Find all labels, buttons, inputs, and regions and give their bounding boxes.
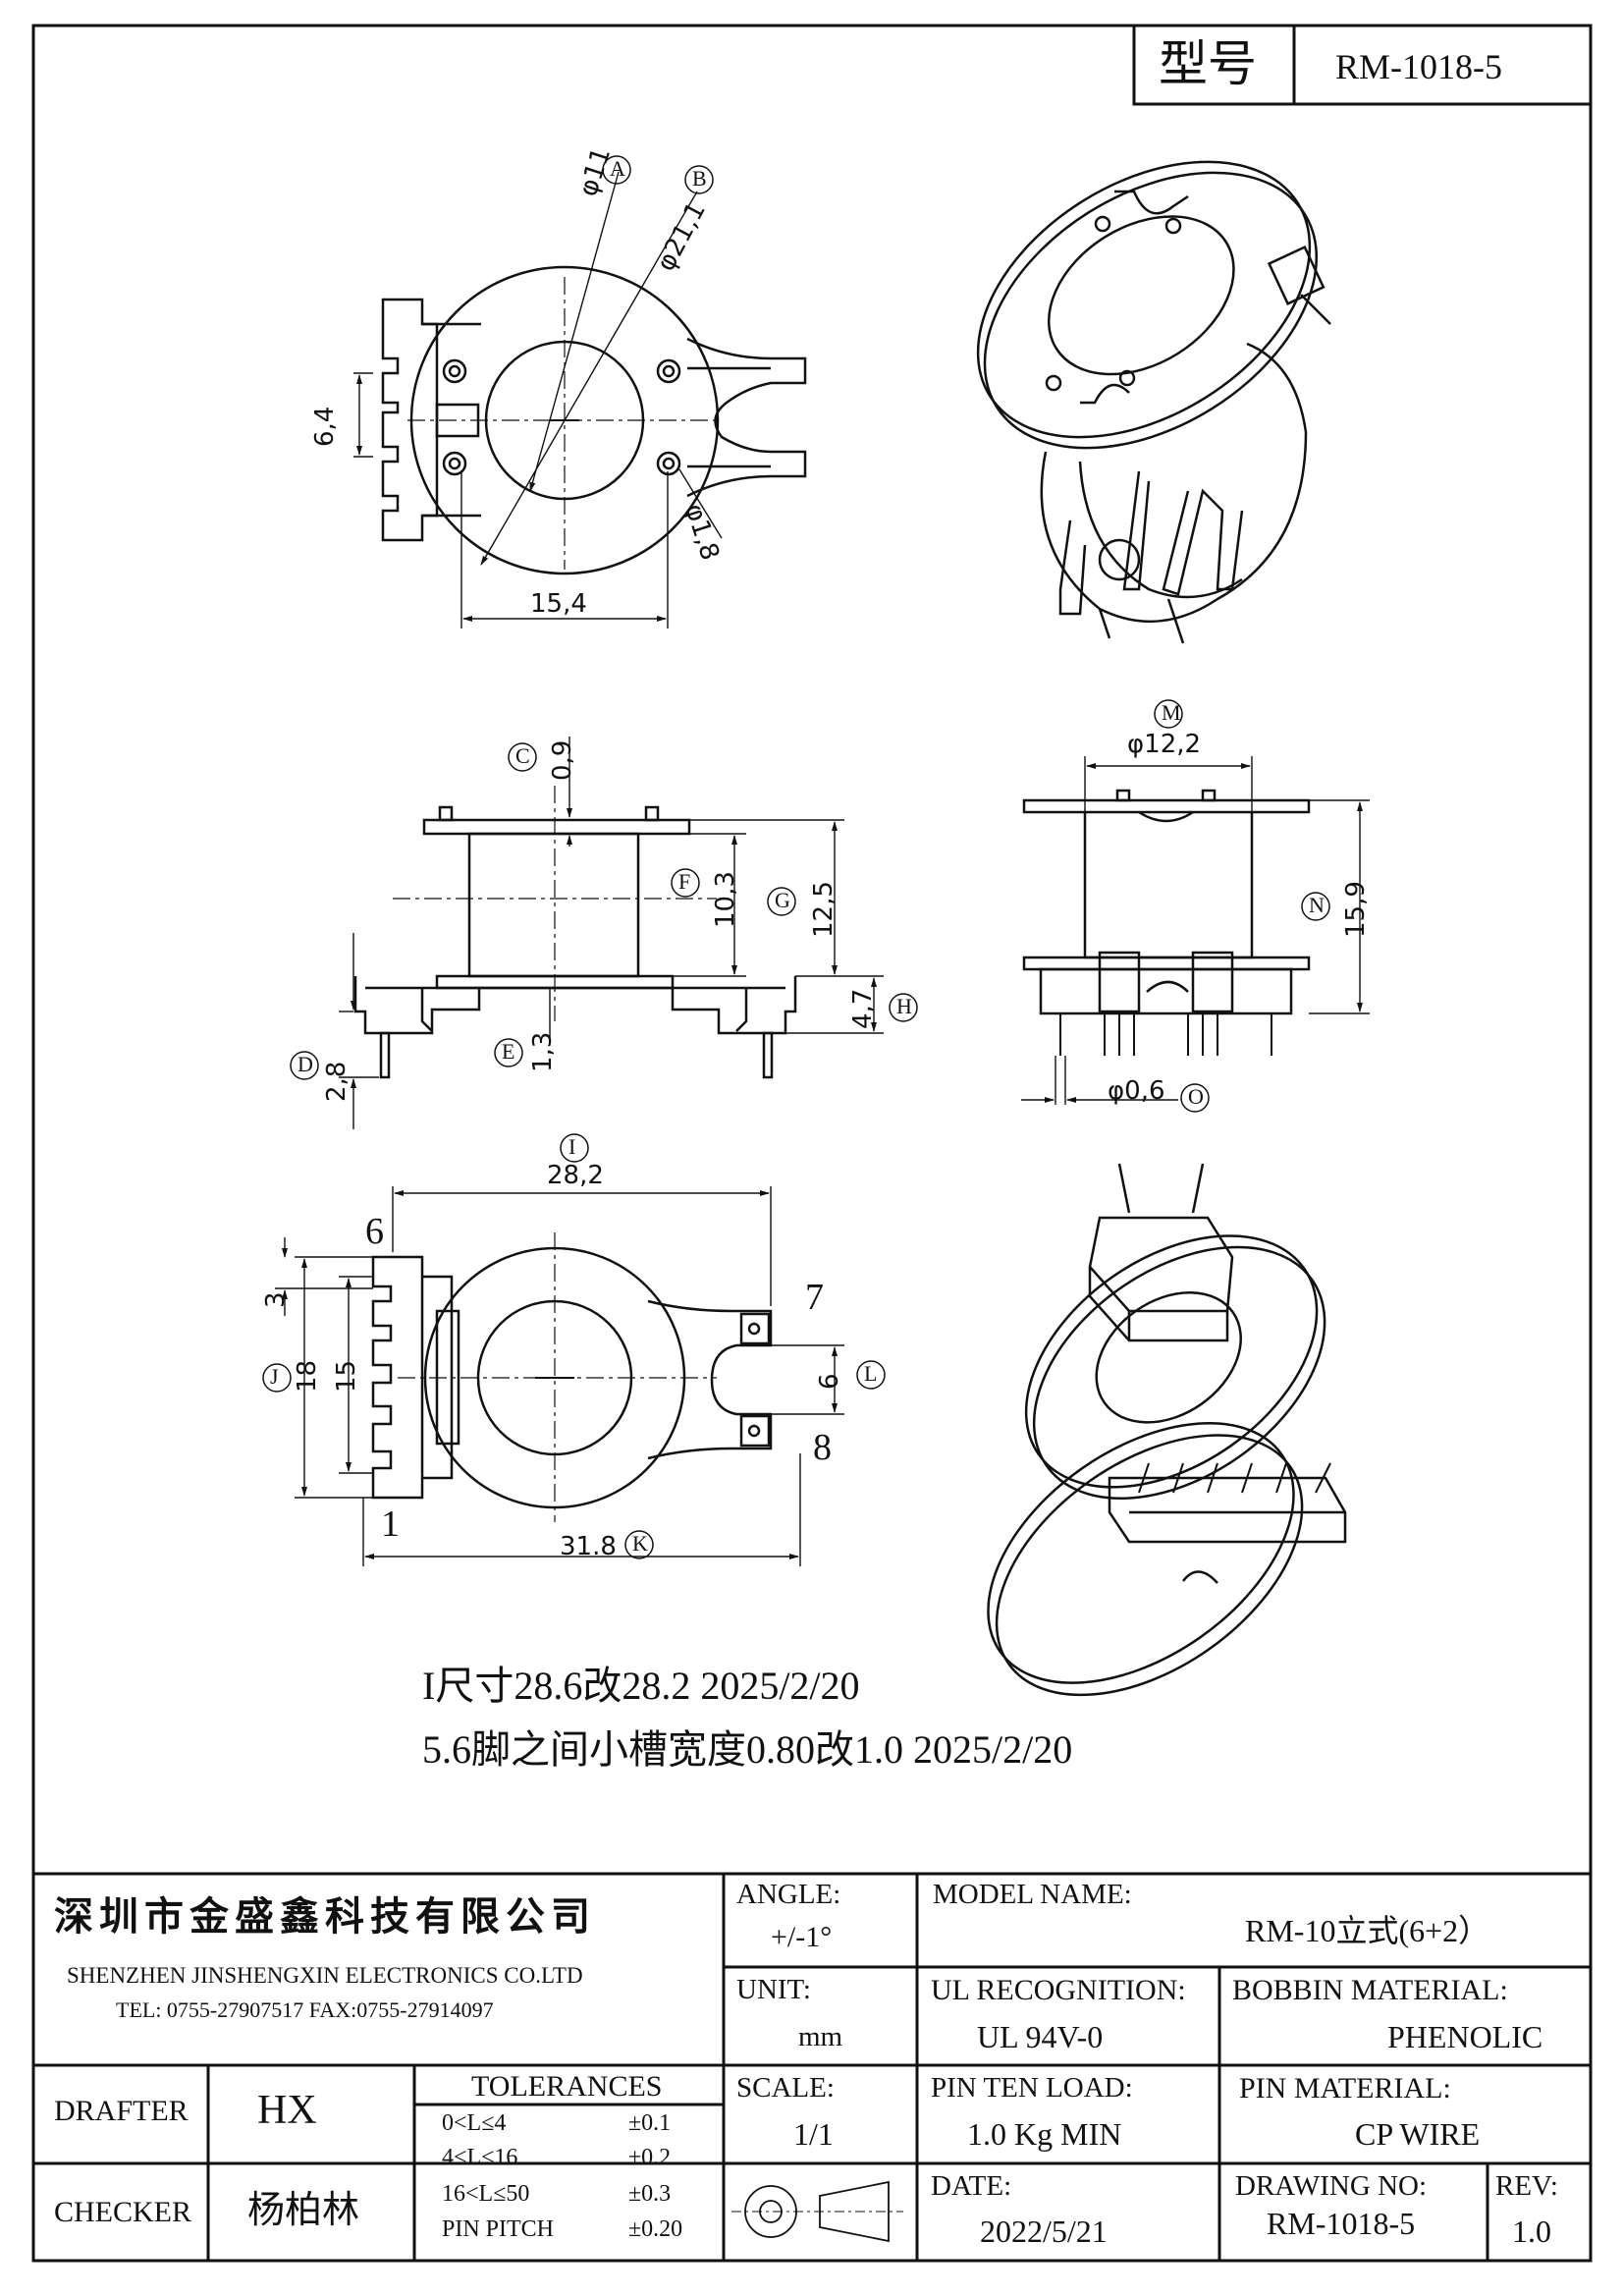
- revision-note-2: 5.6脚之间小槽宽度0.80改1.0 2025/2/20: [422, 1727, 1073, 1772]
- dim-i-value: 28,2: [547, 1161, 604, 1190]
- model-box: [1132, 24, 1593, 106]
- dim-pitch-value: 3: [261, 1291, 291, 1308]
- unit-label: UNIT:: [736, 1974, 811, 2005]
- drafter-value: HX: [257, 2088, 317, 2133]
- model-value: RM-1018-5: [1335, 47, 1502, 86]
- checker-label: CHECKER: [54, 2196, 192, 2228]
- bobbin-material-value: PHENOLIC: [1387, 2019, 1543, 2054]
- date-label: DATE:: [931, 2170, 1012, 2202]
- company-contact: TEL: 0755-27907517 FAX:0755-27914097: [116, 1997, 494, 2022]
- dim-top-height: 6,4: [310, 406, 340, 447]
- dim-e-value: 1,3: [528, 1031, 558, 1072]
- angle-value: +/-1°: [771, 1921, 833, 1953]
- dim-l-value: 6: [815, 1373, 844, 1390]
- model-label: 型号: [1159, 36, 1257, 91]
- side-view: [1021, 699, 1370, 1113]
- drawing-no-label: DRAWING NO:: [1235, 2170, 1428, 2202]
- dim-f-value: 10,3: [711, 871, 740, 928]
- dim-j-value: 18: [293, 1359, 322, 1393]
- dim-f-circle: F: [678, 869, 691, 894]
- bottom-view: [262, 1133, 886, 1566]
- dim-a-circle: A: [610, 156, 625, 181]
- projection-symbol-icon: [731, 2180, 903, 2243]
- company-name-cn: 深圳市金盛鑫科技有限公司: [54, 1894, 596, 1939]
- pin-6-label: 6: [365, 1211, 384, 1252]
- pin-load-label: PIN TEN LOAD:: [931, 2072, 1133, 2104]
- dim-j-circle: J: [270, 1364, 279, 1389]
- pin-material-value: CP WIRE: [1355, 2116, 1481, 2152]
- dim-d-circle: D: [298, 1052, 313, 1076]
- bobbin-material-label: BOBBIN MATERIAL:: [1232, 1974, 1508, 2006]
- pin-8-label: 8: [813, 1427, 832, 1468]
- rev-label: REV:: [1495, 2170, 1558, 2202]
- scale-value: 1/1: [793, 2116, 834, 2152]
- tolerance-range-4: PIN PITCH: [442, 2216, 555, 2242]
- dim-top-width: 15,4: [530, 589, 587, 619]
- dim-e-circle: E: [502, 1039, 515, 1064]
- drafter-label: DRAFTER: [54, 2095, 189, 2127]
- dim-n-circle: N: [1309, 893, 1325, 917]
- tolerances-label: TOLERANCES: [471, 2070, 663, 2103]
- dim-l-circle: L: [864, 1361, 878, 1386]
- pin-1-label: 1: [381, 1503, 400, 1545]
- dim-c-value: 0,9: [548, 739, 577, 781]
- dim-c-circle: C: [515, 743, 530, 768]
- dim-i-circle: I: [568, 1134, 576, 1159]
- dim-m-circle: M: [1162, 700, 1181, 725]
- dim-b-circle: B: [692, 166, 707, 191]
- dim-h-circle: H: [896, 994, 912, 1018]
- checker-value: 杨柏林: [247, 2190, 360, 2231]
- dim-o-circle: O: [1188, 1084, 1204, 1109]
- tolerance-value-2: ±0.2: [628, 2145, 672, 2170]
- tolerance-value-3: ±0.3: [628, 2181, 672, 2207]
- revision-note-1: I尺寸28.6改28.2 2025/2/20: [422, 1664, 860, 1708]
- pin-load-value: 1.0 Kg MIN: [967, 2116, 1122, 2152]
- pin-7-label: 7: [805, 1277, 824, 1318]
- date-value: 2022/5/21: [980, 2214, 1108, 2249]
- rev-value: 1.0: [1512, 2214, 1551, 2249]
- title-block-grid: [33, 1872, 1591, 2261]
- top-view: [353, 155, 807, 629]
- tolerance-range-1: 0<L≤4: [442, 2110, 507, 2136]
- dim-d-value: 2,8: [322, 1061, 352, 1102]
- scale-label: SCALE:: [736, 2072, 835, 2104]
- ul-value: UL 94V-0: [977, 2019, 1104, 2054]
- front-view: [290, 737, 918, 1129]
- drawing-no-value: RM-1018-5: [1267, 2206, 1416, 2241]
- dim-o-value: φ0,6: [1108, 1076, 1165, 1106]
- company-name-en: SHENZHEN JINSHENGXIN ELECTRONICS CO.LTD: [67, 1963, 583, 1988]
- dim-span-value: 15: [332, 1359, 361, 1393]
- pin-material-label: PIN MATERIAL:: [1239, 2072, 1451, 2105]
- iso-view-bottom: [987, 1163, 1347, 1697]
- tolerance-range-2: 4<L≤16: [442, 2145, 518, 2170]
- iso-view-top: [976, 160, 1331, 644]
- tolerance-value-4: ±0.20: [628, 2216, 683, 2242]
- dim-g-circle: G: [775, 888, 790, 912]
- dim-h-value: 4,7: [848, 988, 878, 1029]
- dim-m-value: φ12,2: [1127, 730, 1202, 759]
- dim-n-value: 15,9: [1341, 881, 1371, 938]
- angle-label: ANGLE:: [736, 1879, 841, 1910]
- sheet-border: [31, 24, 1593, 2263]
- dim-k-value: 31.8: [560, 1532, 617, 1561]
- tolerance-value-1: ±0.1: [628, 2110, 672, 2136]
- model-name-value: RM-10立式(6+2）: [1245, 1913, 1490, 1948]
- dim-g-value: 12,5: [809, 881, 839, 938]
- model-name-label: MODEL NAME:: [933, 1879, 1132, 1910]
- unit-value: mm: [798, 2021, 843, 2052]
- tolerance-range-3: 16<L≤50: [442, 2181, 530, 2207]
- ul-label: UL RECOGNITION:: [931, 1974, 1186, 2006]
- dim-k-circle: K: [632, 1531, 648, 1556]
